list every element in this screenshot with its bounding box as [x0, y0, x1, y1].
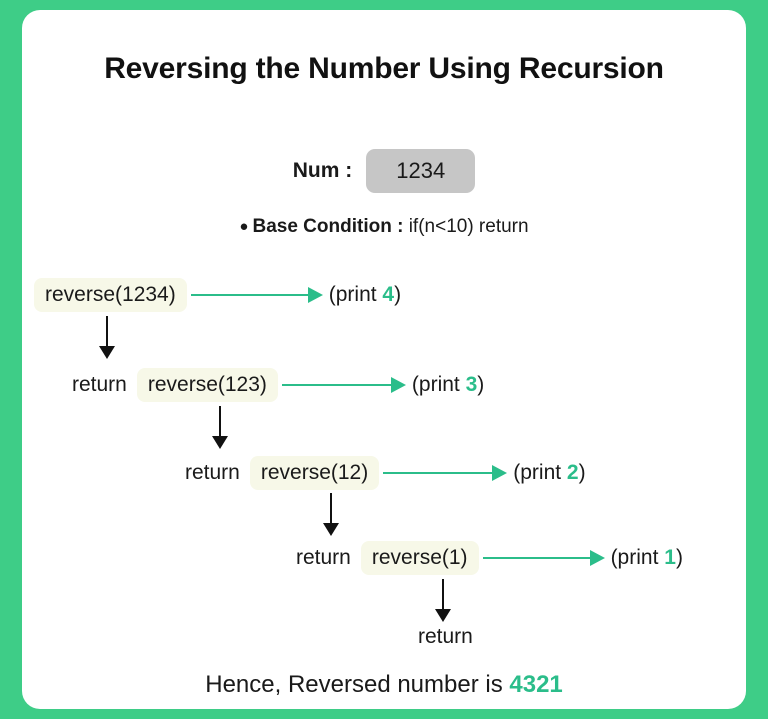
result-value: 4321 [509, 671, 563, 698]
print-suffix-1: ) [394, 283, 402, 306]
base-condition: ●Base Condition : if(n<10) return [22, 216, 746, 238]
result-text: Hence, Reversed number is [205, 671, 510, 698]
print-label-3: (print 2) [513, 461, 585, 485]
num-label: Num : [292, 159, 353, 182]
print-suffix-4: ) [675, 546, 683, 569]
call-box-reverse-12: reverse(12) [249, 456, 380, 490]
return-arrow-3 [323, 493, 339, 536]
recursion-row-2: return reverse(123) (print 3) [72, 368, 484, 402]
page-title: Reversing the Number Using Recursion [104, 52, 664, 85]
print-arrow-3 [383, 465, 508, 481]
print-prefix-4: (print [610, 546, 665, 569]
recursion-row-3: return reverse(12) (print 2) [185, 456, 586, 490]
print-arrow-2 [281, 377, 406, 393]
print-arrow-1 [190, 287, 323, 303]
recursion-row-4: return reverse(1) (print 1) [296, 541, 683, 575]
print-prefix-3: (print [513, 461, 567, 484]
print-arrow-4 [482, 550, 605, 566]
num-value-box: 1234 [366, 149, 476, 193]
call-box-reverse-1234: reverse(1234) [34, 278, 187, 312]
bullet-icon: ● [239, 218, 249, 236]
return-arrow-4 [435, 579, 451, 622]
recursion-row-1: reverse(1234) (print 4) [34, 278, 401, 312]
final-return-word: return [418, 625, 473, 648]
num-row: Num : 1234 [22, 149, 746, 193]
result-line: Hence, Reversed number is 4321 [22, 671, 746, 699]
print-suffix-2: ) [477, 373, 485, 396]
return-word-2: return [185, 461, 240, 484]
print-value-3: 2 [566, 461, 579, 484]
print-prefix-2: (print [411, 373, 466, 396]
print-value-1: 4 [382, 283, 395, 306]
print-value-2: 3 [465, 373, 478, 396]
return-word-1: return [72, 373, 127, 396]
print-label-1: (print 4) [329, 283, 401, 307]
print-prefix-1: (print [328, 283, 383, 306]
base-condition-expression: if(n<10) return [408, 216, 529, 237]
return-arrow-2 [212, 406, 228, 449]
print-label-2: (print 3) [412, 373, 484, 397]
return-arrow-1 [99, 316, 115, 359]
base-condition-label: Base Condition : [252, 216, 404, 237]
print-label-4: (print 1) [611, 546, 683, 570]
call-box-reverse-1: reverse(1) [360, 541, 479, 575]
diagram-card: Reversing the Number Using Recursion Num… [22, 10, 746, 709]
call-box-reverse-123: reverse(123) [136, 368, 278, 402]
return-word-3: return [296, 546, 351, 569]
print-suffix-3: ) [578, 461, 586, 484]
print-value-4: 1 [664, 546, 676, 569]
